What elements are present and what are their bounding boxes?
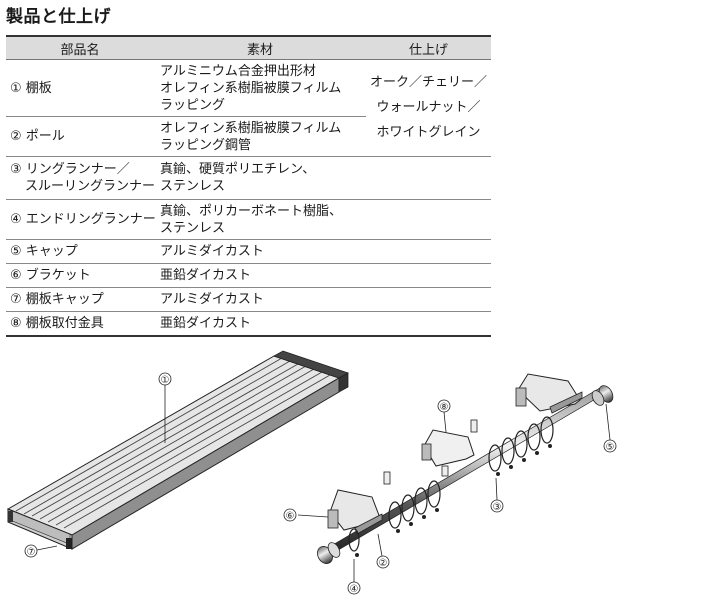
material-cell: 真鍮、ポリカーボネート樹脂、 ステンレス xyxy=(154,199,366,240)
finish-empty xyxy=(366,156,491,200)
table-row: ③ リングランナー／ スルーリングランナー 真鍮、硬質ポリエチレン、 ステンレス xyxy=(6,156,491,200)
material-line: オレフィン系樹脂被膜フィルム xyxy=(160,80,342,96)
material-line: ラッピング xyxy=(160,97,226,113)
finish-empty xyxy=(366,199,491,240)
table-row: ④ エンドリングランナー 真鍮、ポリカーボネート樹脂、 ステンレス xyxy=(6,199,491,240)
table-row: ⑦ 棚板キャップ アルミダイカスト xyxy=(6,287,491,312)
material-line: オレフィン系樹脂被膜フィルム xyxy=(160,120,342,136)
header-finish: 仕上げ xyxy=(366,35,491,60)
material-line: 真鍮、ポリカーボネート樹脂、 xyxy=(160,203,343,219)
shelf-mount xyxy=(421,429,475,467)
part-name: ⑦ 棚板キャップ xyxy=(6,287,154,312)
finish-line: ホワイトグレイン xyxy=(376,125,481,140)
part-name: ③ リングランナー／ スルーリングランナー xyxy=(6,156,156,200)
leader-lines xyxy=(297,403,611,582)
pole-stands xyxy=(383,419,478,485)
bracket-right xyxy=(515,373,583,414)
material-line: アルミニウム合金押出形材 xyxy=(160,63,316,79)
material-cell: 亜鉛ダイカスト xyxy=(154,311,366,337)
table-row: ① 棚板 アルミニウム合金押出形材 オレフィン系樹脂被膜フィルム ラッピング オ… xyxy=(6,59,491,157)
callout-3: ③ xyxy=(493,502,502,513)
part-name: ⑥ ブラケット xyxy=(6,263,154,288)
part-name: ② ポール xyxy=(6,116,154,157)
bracket-left xyxy=(327,489,383,535)
table-row: ⑧ 棚板取付金具 亜鉛ダイカスト xyxy=(6,311,491,337)
material-cell: アルミダイカスト xyxy=(154,287,366,312)
callout-1: ① xyxy=(161,375,170,386)
finish-empty xyxy=(366,311,491,337)
material-cell: アルミダイカスト xyxy=(154,239,366,264)
material-line: ラッピング鋼管 xyxy=(160,137,252,153)
parts-table: 部品名 素材 仕上げ ① 棚板 アルミニウム合金押出形材 オレフィン系樹脂被膜フ… xyxy=(6,35,491,337)
pole-illustration xyxy=(297,373,614,582)
part-name: ⑧ 棚板取付金具 xyxy=(6,311,154,337)
material-line: 真鍮、硬質ポリエチレン、 xyxy=(160,162,316,177)
part-name-line: ③ リングランナー／ xyxy=(10,162,130,177)
header-material: 素材 xyxy=(154,35,366,60)
page-title: 製品と仕上げ xyxy=(6,7,111,27)
shelf-illustration xyxy=(6,350,349,551)
callout-2: ② xyxy=(379,558,388,569)
material-line: ステンレス xyxy=(160,179,226,194)
material-cell: オレフィン系樹脂被膜フィルム ラッピング鋼管 xyxy=(154,116,366,157)
callout-4: ④ xyxy=(350,584,359,595)
finish-cell: オーク／チェリー／ ウォールナット／ ホワイトグレイン xyxy=(366,59,491,157)
callout-7: ⑦ xyxy=(27,547,36,558)
table-row: ⑤ キャップ アルミダイカスト xyxy=(6,239,491,264)
finish-empty xyxy=(366,287,491,312)
callout-labels: ① ⑦ ⑥ ⑧ ② ③ ④ ⑤ xyxy=(24,372,617,595)
part-name: ④ エンドリングランナー xyxy=(6,199,156,240)
part-name: ① 棚板 xyxy=(6,59,154,117)
parts-illustration: ① ⑦ ⑥ ⑧ ② ③ ④ ⑤ xyxy=(6,350,617,595)
header-part: 部品名 xyxy=(6,35,154,60)
material-cell: 真鍮、硬質ポリエチレン、 ステンレス xyxy=(154,156,366,200)
part-name-line: スルーリングランナー xyxy=(25,179,156,194)
finish-empty xyxy=(366,263,491,288)
ring-runners xyxy=(348,416,554,552)
material-line: ステンレス xyxy=(160,220,226,236)
material-cell: 亜鉛ダイカスト xyxy=(154,263,366,288)
callout-6: ⑥ xyxy=(286,511,295,522)
finish-empty xyxy=(366,239,491,264)
table-row: ② ポール オレフィン系樹脂被膜フィルム ラッピング鋼管 xyxy=(6,116,491,157)
finish-line: オーク／チェリー／ xyxy=(369,75,487,90)
callout-8: ⑧ xyxy=(440,402,449,413)
table-header-row: 部品名 素材 仕上げ xyxy=(6,35,491,60)
material-cell: アルミニウム合金押出形材 オレフィン系樹脂被膜フィルム ラッピング xyxy=(154,59,366,117)
callout-5: ⑤ xyxy=(606,442,615,453)
finish-line: ウォールナット／ xyxy=(376,100,481,115)
part-name: ⑤ キャップ xyxy=(6,239,154,264)
ring-hooks xyxy=(355,444,552,557)
table-row: ⑥ ブラケット 亜鉛ダイカスト xyxy=(6,263,491,288)
